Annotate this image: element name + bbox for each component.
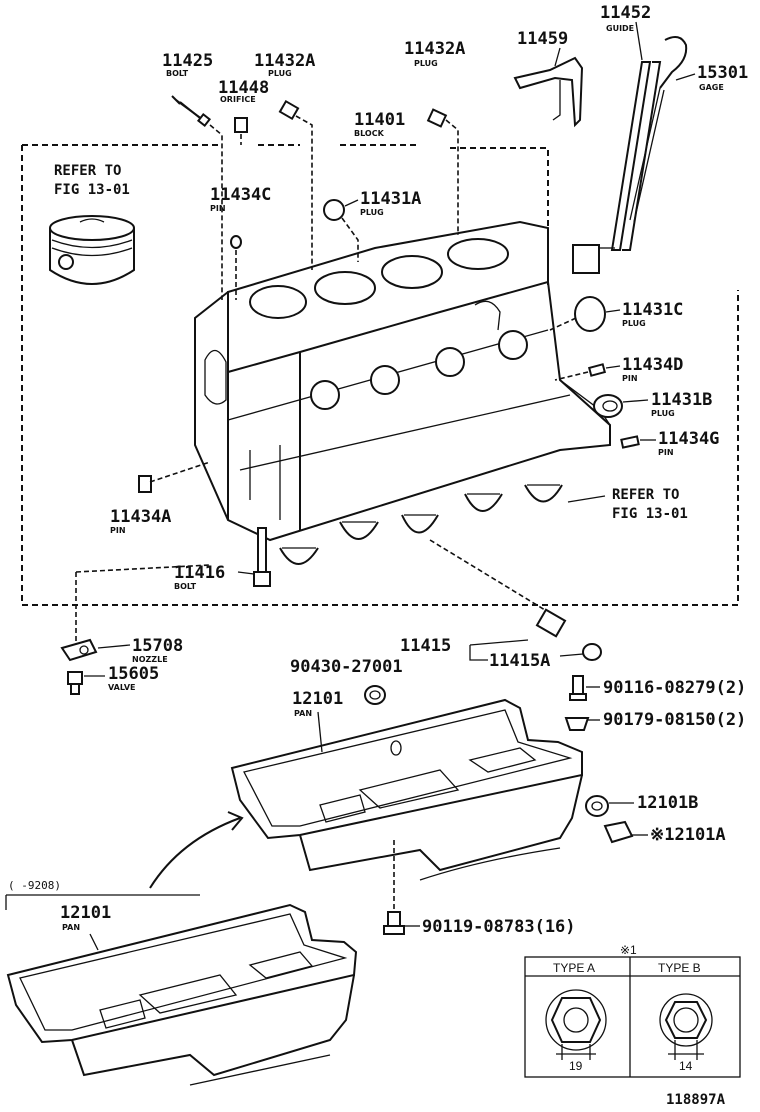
sublabel-15301: GAGE: [699, 83, 724, 92]
sublabel-11416: BOLT: [174, 582, 197, 591]
plug-11431b: [593, 394, 623, 418]
cylinder-block-illustration: [194, 220, 611, 542]
type-table-mark: ※1: [620, 943, 637, 957]
gasket-90430: [364, 685, 386, 705]
label-11432a-right: 11432A: [404, 39, 465, 59]
label-12101: 12101: [292, 689, 343, 709]
sublabel-11434g: PIN: [658, 448, 674, 457]
bolt-11416: [253, 527, 271, 587]
label-90430: 90430-27001: [290, 657, 403, 677]
sublabel-11434a: PIN: [110, 526, 126, 535]
sublabel-11401: BLOCK: [354, 129, 385, 138]
type-a-size: 19: [569, 1059, 583, 1073]
label-11416: 11416: [174, 563, 225, 583]
sublabel-11434c: PIN: [210, 204, 226, 213]
part-labels: 11425 BOLT 11448 ORIFICE 11432A PLUG 114…: [60, 3, 748, 937]
type-a-label: TYPE A: [553, 961, 595, 975]
refer-crank-line2: FIG 13-01: [612, 506, 688, 522]
plug-11431c: [574, 296, 606, 332]
valve-15605: [67, 671, 83, 695]
sublabel-11432a-left: PLUG: [268, 69, 292, 78]
sublabel-11448: ORIFICE: [220, 95, 256, 104]
sublabel-11452: GUIDE: [606, 24, 634, 33]
label-11415: 11415: [400, 636, 451, 656]
type-b-label: TYPE B: [658, 961, 701, 975]
label-11415a: 11415A: [489, 651, 550, 671]
pin-11434a: [138, 475, 152, 493]
label-11452: 11452: [600, 3, 651, 23]
pin-11434c: [230, 235, 242, 249]
label-11434g: 11434G: [658, 429, 719, 449]
label-11434c: 11434C: [210, 185, 271, 205]
oil-nozzle-15708: [60, 638, 98, 662]
label-11401: 11401: [354, 110, 405, 130]
stud-90116: [569, 675, 587, 701]
bolt-90119: [383, 911, 405, 935]
label-12101b: 12101B: [637, 793, 698, 813]
label-11432a-left: 11432A: [254, 51, 315, 71]
pin-11434d: [587, 363, 607, 377]
hex-type-a: [545, 989, 607, 1060]
plug-11431a: [323, 199, 345, 221]
drain-plug-12101a: [603, 820, 634, 844]
sublabel-11431a: PLUG: [360, 208, 384, 217]
diagram-id: 118897A: [666, 1092, 726, 1108]
sublabel-11432a-right: PLUG: [414, 59, 438, 68]
sublabel-11431c: PLUG: [622, 319, 646, 328]
nut-90179: [564, 717, 590, 731]
hex-type-b: [659, 993, 713, 1060]
label-15708: 15708: [132, 636, 183, 656]
label-11448: 11448: [218, 78, 269, 98]
label-12101a: ※12101A: [650, 825, 726, 845]
sublabel-11434d: PIN: [622, 374, 638, 383]
dipstick-gage-15301: [629, 35, 688, 223]
sublabel-11425: BOLT: [166, 69, 189, 78]
old-pan-period: ( -9208): [8, 879, 61, 892]
bracket-11459: [513, 56, 584, 128]
gasket-12101b: [585, 795, 609, 817]
label-90119: 90119-08783(16): [422, 917, 576, 937]
sublabel-12101-old: PAN: [62, 923, 80, 932]
label-90179: 90179-08150(2): [603, 710, 746, 730]
label-11434d: 11434D: [622, 355, 683, 375]
sublabel-15605: VALVE: [108, 683, 136, 692]
label-11434a: 11434A: [110, 507, 171, 527]
type-table: [524, 956, 741, 1078]
refer-piston-line1: REFER TO: [54, 163, 121, 179]
label-12101-old: 12101: [60, 903, 111, 923]
label-11425: 11425: [162, 51, 213, 71]
orifice-11448: [234, 117, 248, 133]
bolt-11425: [171, 95, 212, 128]
oil-pan-12101-old: [6, 903, 358, 1086]
label-11431c: 11431C: [622, 300, 683, 320]
label-15605: 15605: [108, 664, 159, 684]
plug-11432a-right: [426, 108, 448, 128]
label-11431a: 11431A: [360, 189, 421, 209]
label-11431b: 11431B: [651, 390, 712, 410]
type-b-size: 14: [679, 1059, 693, 1073]
label-11459: 11459: [517, 29, 568, 49]
sublabel-12101: PAN: [294, 709, 312, 718]
piston-illustration: [49, 215, 135, 285]
label-15301: 15301: [697, 63, 748, 83]
gasket-11415a: [582, 643, 602, 661]
refer-piston-line2: FIG 13-01: [54, 182, 130, 198]
oil-pan-12101: [230, 698, 583, 881]
block-group-frame: [21, 144, 739, 606]
sublabel-15708: NOZZLE: [132, 655, 168, 664]
label-90116: 90116-08279(2): [603, 678, 746, 698]
drain-plug-11415: [535, 608, 567, 638]
refer-crank-line1: REFER TO: [612, 487, 679, 503]
main-bearings: [279, 484, 563, 565]
sublabel-11431b: PLUG: [651, 409, 675, 418]
plug-11432a-left: [278, 99, 300, 121]
pin-11434g: [620, 435, 640, 449]
